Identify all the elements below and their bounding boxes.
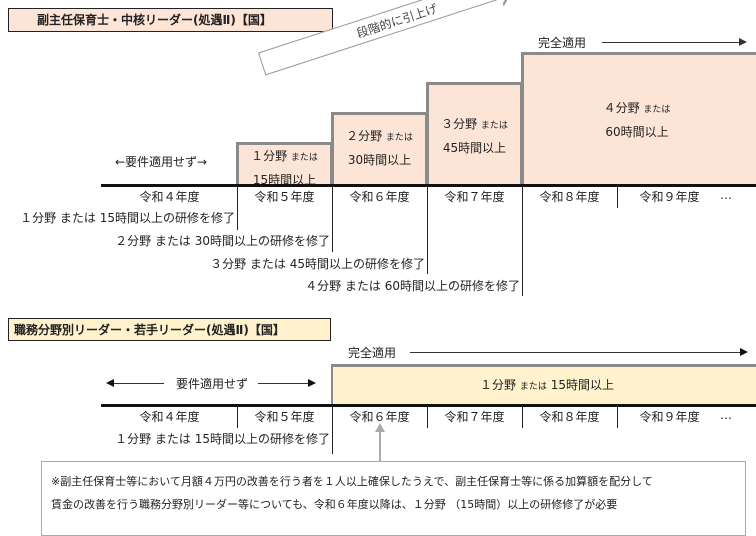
not-applied-label-top: ←要件適用せず→ <box>115 155 208 169</box>
footnote-line: ※副主任保育士等において月額４万円の改善を行う者を１人以上確保したうえで、副主任… <box>51 475 653 488</box>
divider <box>617 186 618 208</box>
year-label: 令和６年度 <box>349 410 410 424</box>
year-label: 令和４年度 <box>139 190 200 204</box>
full-apply-arrow-bottom <box>410 352 740 353</box>
arrow-left-icon <box>106 379 114 387</box>
year-label: 令和５年度 <box>254 190 315 204</box>
divider <box>522 406 523 428</box>
divider <box>522 186 523 296</box>
divider <box>332 186 333 252</box>
not-applied-label-bottom: 要件適用せず <box>176 377 249 391</box>
year-label: 令和９年度 <box>639 410 700 424</box>
divider <box>237 186 238 230</box>
full-apply-label-bottom: 完全適用 <box>348 346 397 360</box>
arrow-line <box>114 383 164 384</box>
divider <box>427 186 428 274</box>
footnote-box: ※副主任保育士等において月額４万円の改善を行う者を１人以上確保したうえで、副主任… <box>41 461 746 536</box>
ellipsis: … <box>720 188 732 202</box>
arrow-right-icon <box>308 379 316 387</box>
full-apply-label-top: 完全適用 <box>538 36 587 50</box>
arrow-head-icon <box>739 38 747 46</box>
requirement-note: ２分野 または 30時間以上の研修を修了 <box>115 234 330 248</box>
full-apply-arrow-top <box>602 42 739 43</box>
arrow-line <box>379 431 381 461</box>
requirement-box: １分野 または 15時間以上 <box>331 364 756 406</box>
timeline-axis-bottom <box>101 404 756 407</box>
divider <box>237 406 238 428</box>
divider <box>332 406 333 454</box>
requirement-note: １分野 または 15時間以上の研修を修了 <box>20 211 235 225</box>
requirement-note: ３分野 または 45時間以上の研修を修了 <box>210 257 425 271</box>
year-label: 令和８年度 <box>539 190 600 204</box>
year-label: 令和７年度 <box>444 190 505 204</box>
year-label: 令和８年度 <box>539 410 600 424</box>
ellipsis: … <box>720 408 732 422</box>
section-title-bottom: 職務分野別リーダー・若手リーダー(処遇Ⅱ)【国】 <box>8 318 331 341</box>
requirement-note: １分野 または 15時間以上の研修を修了 <box>115 432 330 446</box>
year-label: 令和６年度 <box>349 190 410 204</box>
year-label: 令和４年度 <box>139 410 200 424</box>
divider <box>617 406 618 428</box>
year-label: 令和７年度 <box>444 410 505 424</box>
arrow-line <box>258 383 308 384</box>
arrow-head-icon <box>740 348 748 356</box>
footnote-line: 賃金の改善を行う職務分野別リーダー等についても、令和６年度以降は、１分野 （15… <box>51 498 618 511</box>
divider <box>427 406 428 428</box>
requirement-note: ４分野 または 60時間以上の研修を修了 <box>305 279 520 293</box>
section-title-top: 副主任保育士・中核リーダー(処遇Ⅱ)【国】 <box>8 8 333 32</box>
arrow-up-icon <box>375 423 385 432</box>
timeline-axis-top <box>101 184 756 187</box>
year-label: 令和５年度 <box>254 410 315 424</box>
year-label: 令和９年度 <box>639 190 700 204</box>
